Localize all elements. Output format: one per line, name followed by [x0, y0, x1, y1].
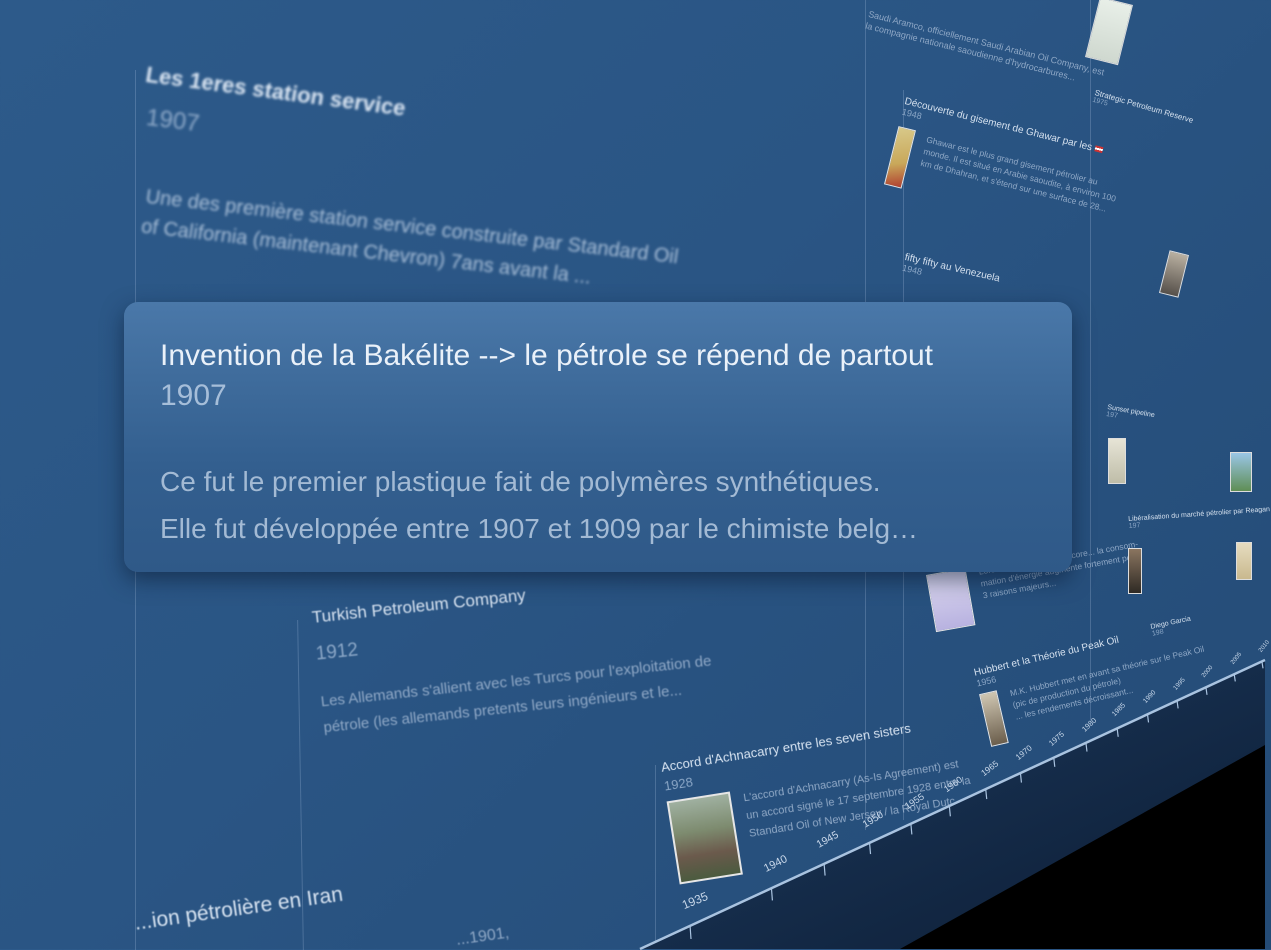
event-iran-desc: ...1901,	[455, 924, 511, 949]
popup-description: Ce fut le premier plastique fait de poly…	[160, 458, 1036, 552]
document-thumbnail	[1236, 542, 1252, 580]
event-year: 1907	[144, 104, 201, 138]
event-line	[655, 765, 656, 945]
event-ghawar[interactable]: Découverte du gisement de Ghawar par les…	[883, 96, 1128, 240]
event-aramco[interactable]: Saudi Aramco, officiellement Saudi Arabi…	[864, 8, 1105, 90]
description-line: la compagnie nationale saoudienne d'hydr…	[864, 20, 1077, 83]
event-popup-card[interactable]: Invention de la Bakélite --> le pétrole …	[124, 302, 1072, 572]
axis-tick	[823, 863, 826, 876]
event-achnacarry[interactable]: Accord d'Achnacarry entre les seven sist…	[660, 713, 979, 885]
axis-tick	[1116, 728, 1119, 737]
event-description: Les Allemands s'allient avec les Turcs p…	[320, 649, 716, 742]
landscape-thumbnail	[1230, 452, 1252, 492]
axis-tick	[1053, 757, 1056, 767]
event-title: ...ion pétrolière en Iran	[133, 882, 345, 935]
event-fifty-fifty[interactable]: fifty fifty au Venezuela 1948	[901, 252, 1001, 294]
axis-tick-label: 1935	[680, 888, 711, 912]
axis-tick	[1085, 742, 1088, 752]
popup-year: 1907	[160, 379, 227, 412]
axis-tick	[1146, 714, 1150, 723]
axis-tick-label: 1970	[1013, 743, 1034, 763]
portrait-thumbnail	[1128, 548, 1142, 594]
photo-thumbnail	[1158, 250, 1190, 298]
chart-thumbnail	[926, 568, 976, 633]
map-thumbnail	[883, 126, 916, 189]
description-line: Ce fut le premier plastique fait de poly…	[160, 466, 881, 497]
event-description: Une des première station service constru…	[139, 182, 680, 302]
us-flag-icon	[1093, 145, 1104, 154]
event-description: Saudi Aramco, officiellement Saudi Arabi…	[864, 8, 1105, 90]
event-iran[interactable]: ...ion pétrolière en Iran	[133, 883, 344, 936]
world-map-thumbnail	[1085, 0, 1133, 66]
axis-tick	[1261, 661, 1264, 669]
axis-tick-label: 2005	[1229, 652, 1243, 667]
popup-title: Invention de la Bakélite --> le pétrole …	[160, 339, 933, 372]
event-sunset-pipeline[interactable]: Sunset pipeline 197	[1106, 404, 1156, 426]
map-thumbnail	[1108, 438, 1126, 484]
axis-tick-label: 2010	[1257, 639, 1271, 654]
axis-tick	[689, 924, 692, 940]
axis-tick	[770, 887, 773, 901]
axis-tick	[1019, 773, 1023, 783]
event-spr[interactable]: Strategic Petroleum Reserve 1975	[1092, 88, 1195, 132]
axis-tick-label: 1965	[978, 758, 1000, 779]
description-line: Elle fut développée entre 1907 et 1909 p…	[160, 513, 919, 544]
event-turkish-petroleum[interactable]: Turkish Petroleum Company 1912 Les Allem…	[311, 567, 715, 741]
event-reagan[interactable]: Libéralisation du marché pétrolier par R…	[1128, 506, 1271, 530]
event-line	[1090, 0, 1091, 720]
description-line: Saudi Aramco, officiellement Saudi Arabi…	[867, 8, 1106, 78]
axis-tick	[985, 788, 988, 800]
axis-tick	[1233, 674, 1236, 682]
castle-photo-thumbnail	[666, 791, 743, 885]
portrait-thumbnail	[979, 690, 1009, 747]
